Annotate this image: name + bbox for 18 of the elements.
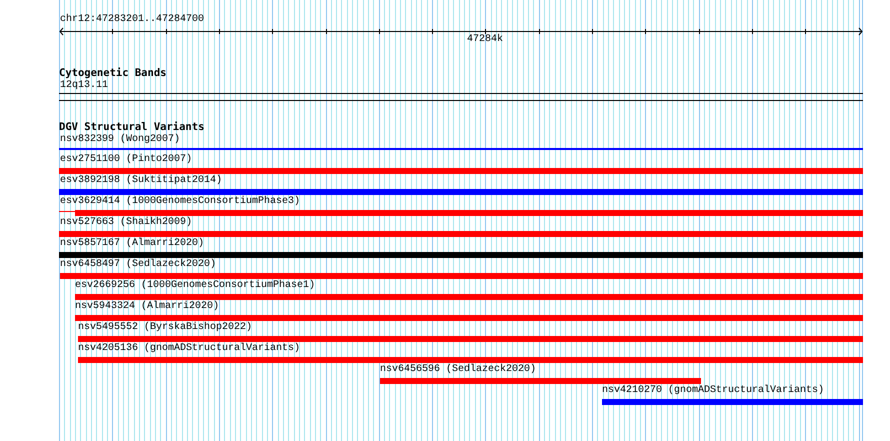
variant-label: esv3892198 (Suktitipat2014) [60, 175, 222, 187]
track-title: DGV Structural Variants [59, 121, 204, 133]
track-title: Cytogenetic Bands [59, 67, 166, 79]
variant-label: nsv5495552 (ByrskaBishop2022) [78, 322, 252, 334]
variant-label: nsv832399 (Wong2007) [60, 134, 180, 146]
variant-label: nsv5857167 (Almarri2020) [60, 238, 204, 250]
variant-label: nsv6456596 (Sedlazeck2020) [380, 364, 536, 376]
variant-label: esv2751100 (Pinto2007) [60, 154, 192, 166]
coordinate-label: chr12:47283201..47284700 [60, 14, 204, 26]
variant-label: esv3629414 (1000GenomesConsortiumPhase3) [60, 196, 300, 208]
variant-label: esv2669256 (1000GenomesConsortiumPhase1) [75, 280, 316, 292]
variant-label: nsv527663 (Shaikh2009) [60, 217, 192, 229]
band-label: 12q13.11 [60, 80, 108, 92]
variant-label: nsv4210270 (gnomADStructuralVariants) [602, 385, 824, 397]
variant-label: nsv6458497 (Sedlazeck2020) [60, 259, 216, 271]
tick-label: 47284k [467, 34, 504, 46]
variant-label: nsv4205136 (gnomADStructuralVariants) [78, 343, 300, 355]
variant-label: nsv5943324 (Almarri2020) [75, 301, 220, 313]
